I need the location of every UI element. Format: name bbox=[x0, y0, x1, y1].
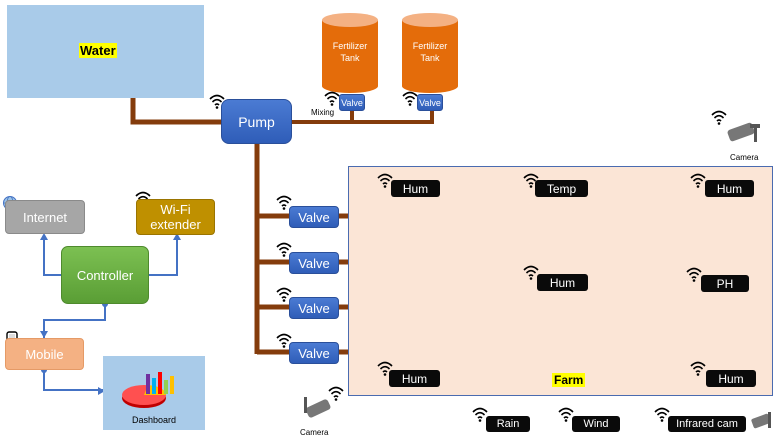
farm-label: Farm bbox=[552, 373, 586, 387]
water-label: Water bbox=[79, 43, 117, 58]
camera-bottom-label: Camera bbox=[300, 428, 329, 437]
sensor-hum-4: Hum bbox=[389, 370, 440, 387]
mixing-pipe bbox=[292, 111, 434, 124]
sensor-hum-2: Hum bbox=[705, 180, 754, 197]
infrared-camera-icon bbox=[751, 412, 771, 429]
internet-node: Internet bbox=[5, 200, 85, 234]
sensor-rain: Rain bbox=[486, 416, 530, 432]
row-valve-3[interactable]: Valve bbox=[289, 297, 339, 319]
camera-icon bbox=[727, 122, 760, 142]
water-source: Water bbox=[7, 5, 204, 98]
camera-top-label: Camera bbox=[730, 153, 759, 162]
mixing-label: Mixing bbox=[311, 108, 335, 117]
sensor-infrared-cam: Infrared cam bbox=[668, 416, 746, 432]
fertilizer-tank-1 bbox=[322, 13, 378, 93]
row-valve-4[interactable]: Valve bbox=[289, 342, 339, 364]
sensor-wind: Wind bbox=[572, 416, 620, 432]
pump[interactable]: Pump bbox=[221, 99, 292, 144]
sensor-hum-1: Hum bbox=[391, 180, 440, 197]
camera-icon bbox=[304, 397, 331, 418]
row-valve-1[interactable]: Valve bbox=[289, 206, 339, 228]
tank-1-valve[interactable]: Valve bbox=[339, 94, 365, 111]
sensor-hum-3: Hum bbox=[537, 274, 588, 291]
tank-2-valve[interactable]: Valve bbox=[417, 94, 443, 111]
sensor-ph: PH bbox=[701, 275, 749, 292]
dashboard-chart-icon bbox=[122, 372, 174, 408]
network-links bbox=[43, 236, 178, 391]
sensor-temp: Temp bbox=[535, 180, 588, 197]
water-pipe bbox=[130, 98, 221, 125]
fertilizer-tank-2 bbox=[402, 13, 458, 93]
mobile-node[interactable]: Mobile bbox=[5, 338, 84, 370]
controller-node[interactable]: Controller bbox=[61, 246, 149, 304]
dashboard-label: Dashboard bbox=[131, 415, 177, 425]
row-valve-2[interactable]: Valve bbox=[289, 252, 339, 274]
sensor-hum-5: Hum bbox=[706, 370, 756, 387]
